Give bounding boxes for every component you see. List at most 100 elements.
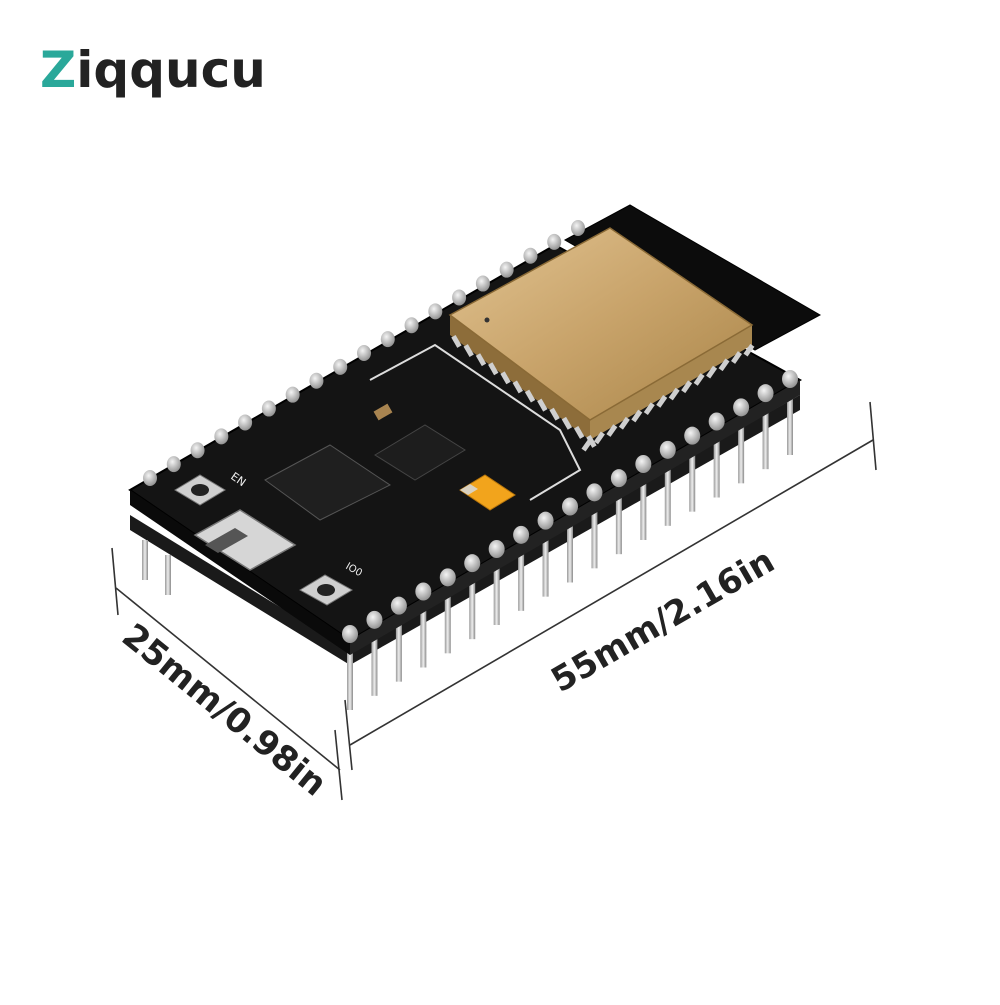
- solder-joint: [390, 596, 407, 615]
- module-pad: [524, 389, 536, 403]
- solder-joint: [166, 456, 181, 473]
- solder-joint: [757, 384, 774, 403]
- pcb-edge: [130, 490, 350, 655]
- header-pin: [542, 536, 549, 597]
- module-pad: [606, 424, 618, 437]
- solder-joint: [610, 469, 627, 488]
- solder-joint: [547, 233, 562, 250]
- usb-uart-chip: [264, 444, 391, 521]
- solder-joint: [635, 455, 652, 473]
- solder-joint: [464, 554, 481, 573]
- solder-joint: [475, 275, 490, 292]
- solder-joint: [684, 426, 701, 445]
- header-pin: [787, 395, 793, 455]
- header-pin-tips: [143, 220, 798, 643]
- solder-joint: [537, 511, 554, 530]
- width-dimension-label: 25mm/0.98in: [114, 616, 334, 805]
- svg-text:Ziqqucu: Ziqqucu: [40, 41, 266, 99]
- logo-first-letter: Z: [40, 41, 76, 99]
- solder-joint: [380, 331, 395, 348]
- module-pads: [451, 335, 755, 452]
- module-pad: [656, 395, 668, 408]
- voltage-regulator: [374, 424, 466, 481]
- header-pin: [493, 565, 500, 625]
- header-pin: [469, 579, 476, 640]
- module-pad: [488, 362, 499, 376]
- header-pin: [518, 550, 525, 611]
- solder-joint: [523, 247, 538, 264]
- module-pad: [643, 402, 655, 416]
- solder-joint: [659, 440, 676, 459]
- header-pin: [371, 635, 378, 696]
- logo-rest: iqqucu: [76, 41, 266, 99]
- solder-joint: [488, 540, 505, 558]
- module-pad: [451, 335, 462, 348]
- solder-joint: [708, 412, 725, 431]
- bottom-header-strip: [130, 515, 350, 665]
- solder-joint: [586, 483, 603, 502]
- solder-joint: [499, 261, 514, 278]
- solder-joint: [366, 610, 383, 629]
- solder-joint: [143, 470, 157, 486]
- module-pad: [500, 371, 511, 385]
- smd-capacitor: [373, 403, 393, 421]
- module-pad: [537, 398, 548, 412]
- module-pad: [561, 416, 573, 430]
- module-pad: [631, 409, 643, 423]
- solder-joint: [733, 398, 750, 417]
- header-pin: [395, 621, 402, 682]
- header-pin: [615, 494, 622, 555]
- solder-joint: [562, 497, 578, 516]
- header-pin: [689, 451, 696, 512]
- usb-port-opening: [205, 528, 248, 553]
- module-pad: [573, 425, 585, 439]
- header-pin: [591, 508, 598, 569]
- module-pad: [706, 365, 718, 379]
- module-shield-side: [450, 315, 590, 440]
- header-pin: [713, 437, 720, 498]
- module-pad: [693, 373, 705, 386]
- header-pin: [420, 607, 427, 668]
- micro-usb-port: [193, 509, 297, 571]
- en-button: [174, 474, 226, 506]
- header-pin: [738, 423, 745, 484]
- header-pin: [165, 555, 171, 595]
- solder-joint: [428, 303, 443, 320]
- solder-joint: [238, 414, 253, 431]
- header-pin: [567, 522, 573, 583]
- silkscreen-outline: [369, 343, 582, 501]
- brand-logo: Ziqqucu: [40, 41, 266, 99]
- dimension-lines: [111, 401, 877, 801]
- shield-dot: [484, 317, 490, 323]
- module-shield-side-right: [590, 325, 752, 440]
- module-pad: [718, 358, 730, 372]
- solder-joint: [342, 625, 358, 643]
- esp32-dev-board: EN IO0: [128, 204, 822, 710]
- bottom-pin-row: [142, 395, 793, 710]
- module-pad: [593, 431, 605, 445]
- module-pad: [743, 343, 755, 357]
- solder-joint: [285, 386, 300, 403]
- solder-joint: [571, 220, 585, 236]
- pcb-edge-right: [350, 380, 800, 655]
- capacitor-cap: [460, 484, 478, 495]
- module-pad: [681, 380, 693, 394]
- solder-joint: [261, 400, 276, 417]
- length-dimension-label: 55mm/2.16in: [545, 541, 782, 701]
- solder-joint: [357, 345, 371, 361]
- header-pin: [444, 593, 451, 654]
- solder-joint: [214, 428, 229, 445]
- module-shield: [448, 227, 754, 421]
- solder-joint: [439, 568, 456, 587]
- solder-joint: [309, 372, 324, 389]
- header-pin: [142, 540, 148, 580]
- module-pad: [618, 416, 630, 430]
- solder-joint: [782, 370, 798, 388]
- header-pin: [664, 465, 671, 526]
- module-pad: [581, 438, 593, 452]
- solder-joint: [415, 582, 432, 601]
- header-pin: [762, 409, 769, 470]
- module-pad: [731, 351, 742, 364]
